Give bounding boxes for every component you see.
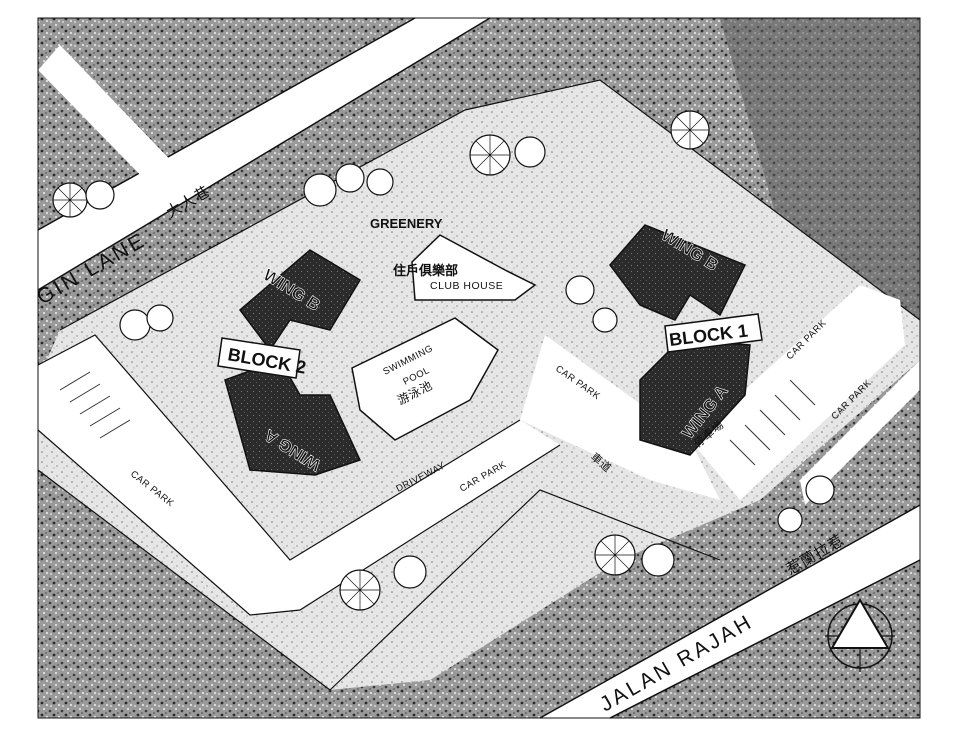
map-border [37,17,921,719]
club-house [411,234,537,301]
club-house-label: CLUB HOUSE [430,280,503,292]
block1-tag: BLOCK 1 [664,313,763,353]
block1-wing-b [609,224,747,321]
side-lane [38,45,180,190]
greenery-label: GREENERY [370,216,443,231]
car-park-east [690,285,905,500]
parking-stalls [59,371,816,466]
driveway-west [38,335,560,615]
driveway-east [520,335,720,500]
north-arrow-icon [825,598,895,672]
dark-terrain-ne [720,18,920,330]
block2-tag: BLOCK 2 [217,337,308,379]
car-park-east-strip [800,360,920,505]
swimming-pool [351,317,499,441]
club-house-cn-label: 住戶俱樂部 [393,263,458,278]
